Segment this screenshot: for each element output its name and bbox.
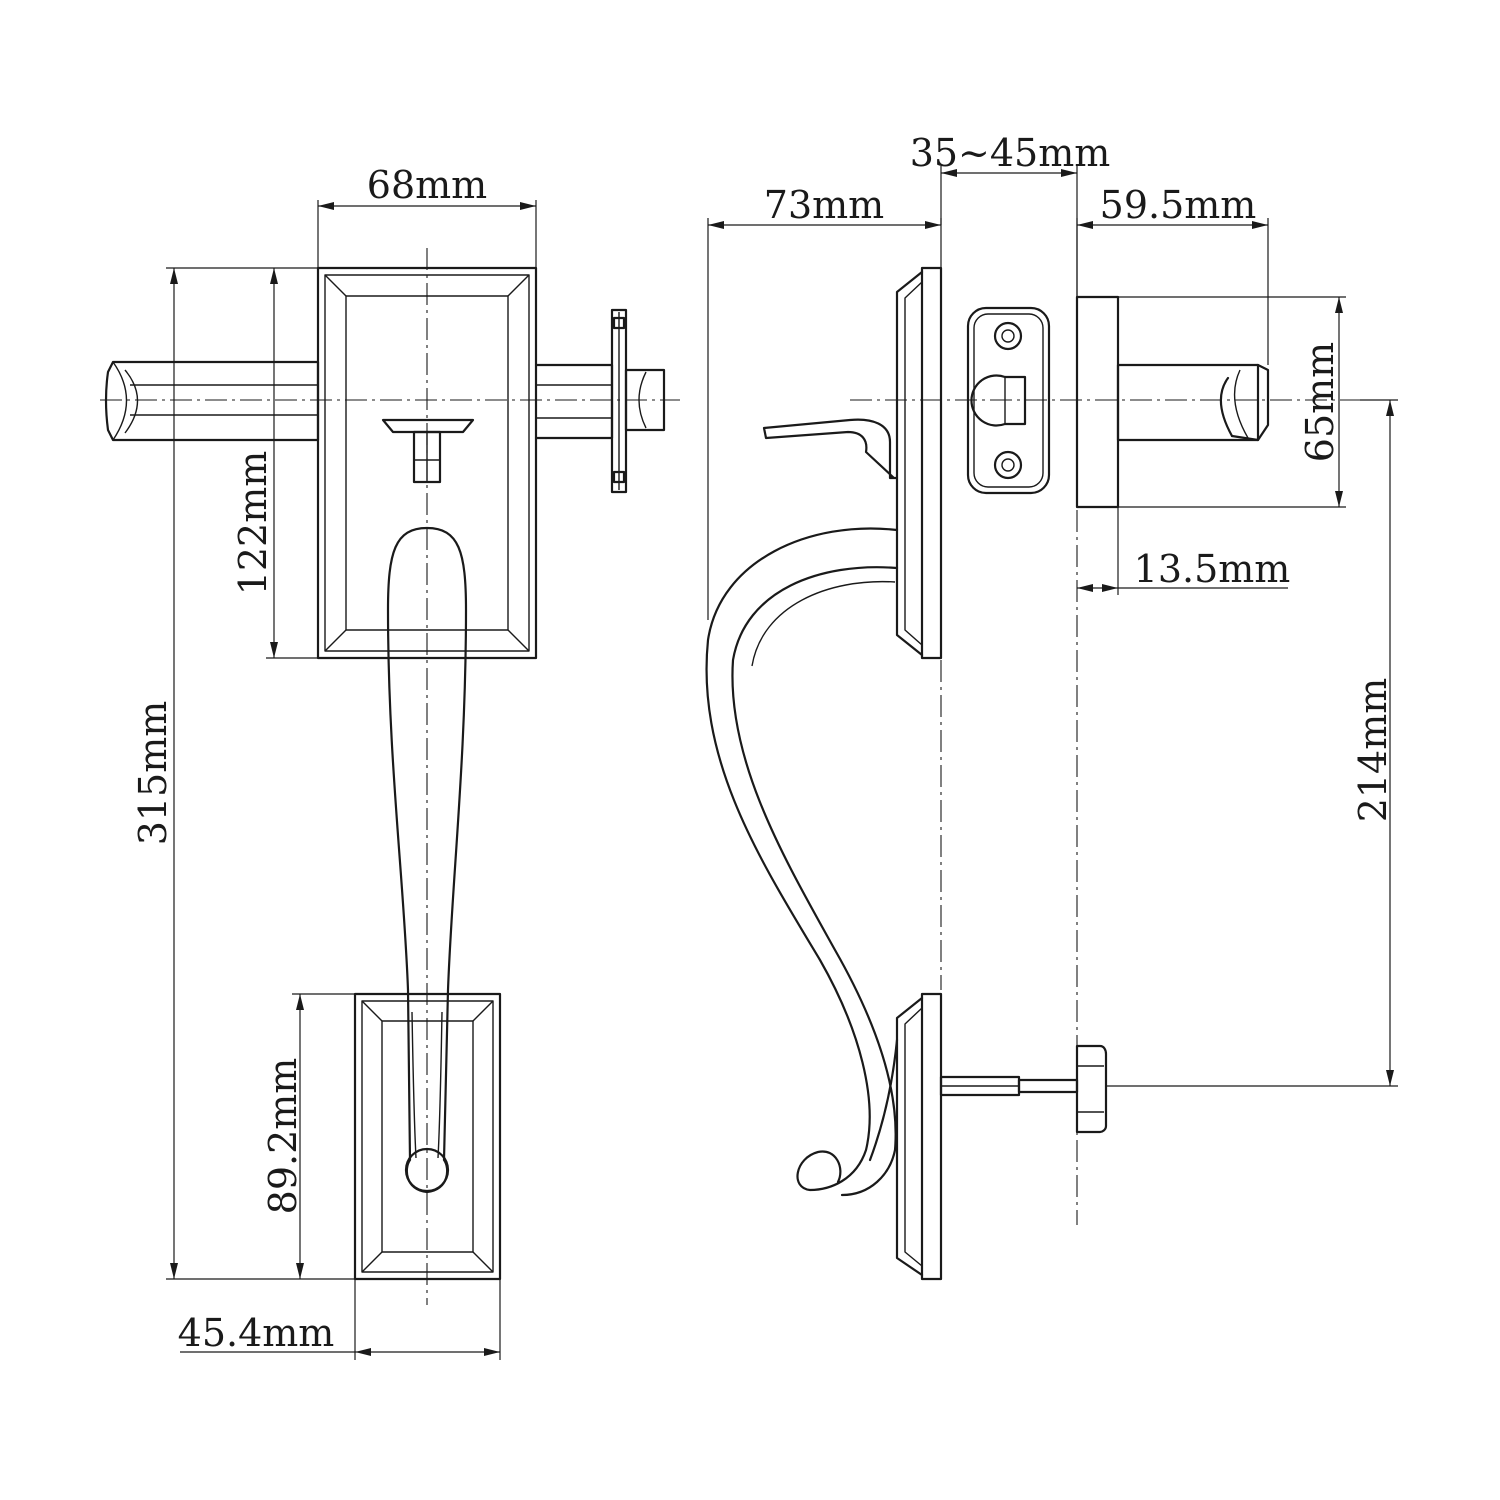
dim-label-overall-height: 315mm — [131, 701, 175, 846]
screw-hole-icon — [993, 321, 1023, 351]
dim-rose-thickness: 13.5mm — [1077, 507, 1290, 595]
dim-label-door-thickness: 35~45mm — [910, 131, 1111, 175]
dim-label-lower-plate-width: 45.4mm — [178, 1311, 335, 1355]
dim-lever-length: 59.5mm — [1076, 183, 1269, 365]
dim-lower-plate-height: 89.2mm — [261, 993, 355, 1279]
dim-overall-height: 315mm — [131, 267, 355, 1280]
dim-label-lever-length: 59.5mm — [1100, 183, 1257, 227]
dim-label-upper-plate-height: 122mm — [231, 451, 275, 596]
thumb-turn-icon — [381, 418, 475, 484]
dim-lower-plate-width: 45.4mm — [178, 1279, 501, 1360]
dim-center-distance: 214mm — [1106, 399, 1398, 1087]
dim-upper-plate-height: 122mm — [231, 268, 318, 659]
dim-rose-diameter: 65mm — [1118, 296, 1346, 508]
thumb-lever — [762, 418, 899, 480]
lower-escutcheon-side — [895, 992, 943, 1281]
dim-projection: 73mm — [707, 183, 942, 620]
dim-label-projection: 73mm — [764, 183, 884, 227]
dim-label-rose-thickness: 13.5mm — [1134, 547, 1291, 591]
grip-handle — [386, 526, 468, 1194]
dim-label-rose-diameter: 65mm — [1298, 342, 1342, 462]
through-bolt — [939, 1044, 1108, 1134]
grip-handle-side — [705, 527, 899, 1197]
front-view: 68mm 315mm 122mm 89.2mm — [100, 163, 680, 1360]
dim-label-center-distance: 214mm — [1351, 678, 1395, 823]
side-view: 73mm 35~45mm 59.5mm 65mm — [705, 131, 1398, 1281]
dim-label-lower-plate-height: 89.2mm — [261, 1058, 305, 1215]
dim-door-thickness: 35~45mm — [910, 131, 1111, 297]
inside-rose-lever — [1075, 295, 1270, 509]
dim-top-width: 68mm — [317, 163, 537, 268]
dim-label-top-width: 68mm — [367, 163, 487, 207]
screw-hole-icon — [993, 450, 1023, 480]
upper-escutcheon-side — [895, 266, 943, 660]
latch-spindle — [104, 308, 666, 494]
